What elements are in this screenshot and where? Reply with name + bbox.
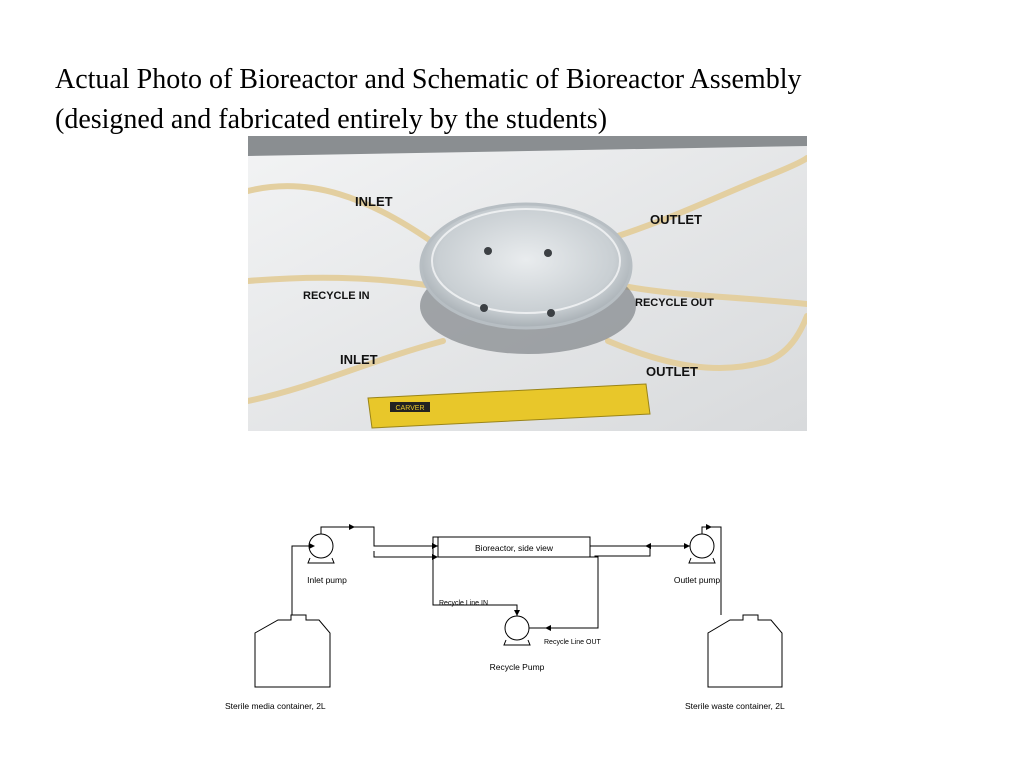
waste-container-label: Sterile waste container, 2L	[685, 701, 785, 711]
bioreactor-box	[437, 536, 591, 558]
media-container	[254, 614, 331, 688]
label-recycle-in: RECYCLE IN	[303, 290, 370, 302]
label-inlet-top: INLET	[355, 194, 393, 209]
dish-ports	[480, 247, 555, 317]
ruler-brand: CARVER	[395, 405, 424, 412]
recycle-pump-icon	[504, 615, 530, 641]
bioreactor-label: Bioreactor, side view	[475, 543, 554, 553]
label-inlet-bottom: INLET	[340, 352, 378, 367]
outlet-pump-icon	[689, 533, 715, 559]
media-container-label: Sterile media container, 2L	[225, 701, 326, 711]
title-line-1: Actual Photo of Bioreactor and Schematic…	[55, 64, 802, 95]
label-recycle-out: RECYCLE OUT	[635, 297, 714, 309]
recycle-line-out-label: Recycle Line OUT	[544, 639, 602, 646]
label-outlet-top: OUTLET	[650, 212, 702, 227]
inlet-pump-label: Inlet pump	[307, 575, 347, 585]
waste-container	[707, 614, 783, 688]
ruler: CARVER	[367, 383, 651, 429]
outlet-pump-label: Outlet pump	[674, 575, 721, 585]
recycle-line-in-label: Recycle Line IN	[439, 600, 488, 607]
bioreactor-schematic: Bioreactor, side view Inlet pump Outlet …	[225, 524, 785, 711]
tubing	[248, 155, 807, 404]
petri-dish-rim	[431, 208, 621, 314]
label-outlet-bottom: OUTLET	[646, 364, 698, 379]
bioreactor-photo: CARVER INLET OUTLET RECYCLE IN RECYCLE O…	[248, 136, 807, 431]
recycle-pump-label: Recycle Pump	[490, 662, 545, 672]
title-line-2: (designed and fabricated entirely by the…	[55, 104, 608, 135]
petri-dish	[419, 202, 633, 330]
slide-title: Actual Photo of Bioreactor and Schematic…	[55, 60, 1015, 140]
